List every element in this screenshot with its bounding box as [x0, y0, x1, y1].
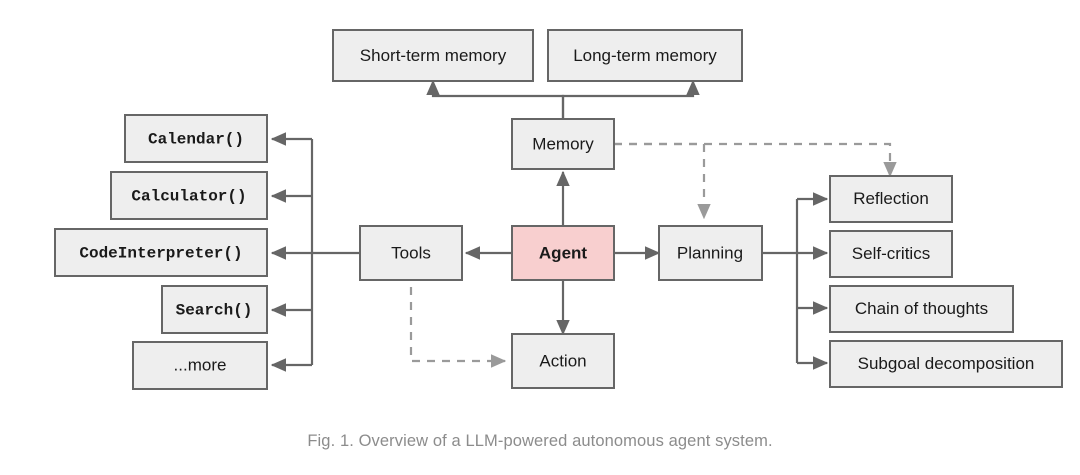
node-long-term-memory[interactable]: Long-term memory — [547, 29, 743, 82]
edge-group-tools-fanout — [270, 132, 360, 372]
edge-tools-to-action-dashed — [409, 287, 507, 368]
node-agent[interactable]: Agent — [511, 225, 615, 281]
node-planning[interactable]: Planning — [658, 225, 763, 281]
edge-group-planning-fanout — [762, 192, 829, 370]
node-subgoal-decomposition[interactable]: Subgoal decomposition — [829, 340, 1063, 388]
figure-caption: Fig. 1. Overview of a LLM-powered autono… — [307, 432, 773, 450]
node-action[interactable]: Action — [511, 333, 615, 389]
node-reflection[interactable]: Reflection — [829, 175, 953, 223]
node-tools-box — [359, 225, 463, 281]
node-planning-label: Planning — [677, 243, 743, 262]
node-self-critics-box — [829, 230, 953, 278]
node-tool-search-box — [161, 285, 268, 334]
node-short-term-memory[interactable]: Short-term memory — [332, 29, 534, 82]
node-memory[interactable]: Memory — [511, 118, 615, 170]
node-reflection-box — [829, 175, 953, 223]
node-subgoal-decomposition-label: Subgoal decomposition — [858, 354, 1035, 373]
node-long-term-memory-label: Long-term memory — [573, 46, 717, 65]
node-action-box — [511, 333, 615, 389]
node-reflection-label: Reflection — [853, 189, 929, 208]
node-chain-of-thoughts-label: Chain of thoughts — [855, 299, 988, 318]
node-tool-codeinterpreter-label: CodeInterpreter() — [79, 245, 242, 263]
node-subgoal-decomposition-box — [829, 340, 1063, 388]
node-agent-label: Agent — [539, 243, 588, 262]
node-tool-calculator-box — [110, 171, 268, 220]
node-tools-label: Tools — [391, 243, 431, 262]
node-memory-box — [511, 118, 615, 170]
node-long-term-memory-box — [547, 29, 743, 82]
edge-group-dashed — [409, 142, 897, 368]
node-self-critics[interactable]: Self-critics — [829, 230, 953, 278]
node-tool-codeinterpreter-box — [54, 228, 268, 277]
node-chain-of-thoughts-box — [829, 285, 1014, 333]
node-tools[interactable]: Tools — [359, 225, 463, 281]
node-tool-calculator[interactable]: Calculator() — [110, 171, 268, 220]
edge-memory-to-planning-dashed — [614, 142, 711, 220]
node-tool-calendar[interactable]: Calendar() — [124, 114, 268, 163]
node-agent-box — [511, 225, 615, 281]
node-memory-label: Memory — [532, 134, 594, 153]
node-tool-calculator-label: Calculator() — [131, 188, 246, 206]
node-chain-of-thoughts[interactable]: Chain of thoughts — [829, 285, 1014, 333]
edge-group-memory-branch — [426, 79, 700, 119]
node-tool-more-box — [132, 341, 268, 390]
edge-memory-to-short-term-memory — [426, 79, 565, 119]
node-short-term-memory-box — [332, 29, 534, 82]
node-self-critics-label: Self-critics — [852, 244, 930, 263]
node-action-label: Action — [539, 351, 586, 370]
node-tool-codeinterpreter[interactable]: CodeInterpreter() — [54, 228, 268, 277]
node-tool-search[interactable]: Search() — [161, 285, 268, 334]
node-tool-search-label: Search() — [176, 302, 253, 320]
edge-memory-to-long-term-memory — [561, 79, 700, 119]
edge-memory-to-reflection-dashed — [614, 142, 897, 178]
node-tool-more[interactable]: ...more — [132, 341, 268, 390]
node-short-term-memory-label: Short-term memory — [360, 46, 507, 65]
node-tool-calendar-box — [124, 114, 268, 163]
node-tool-calendar-label: Calendar() — [148, 131, 244, 149]
node-tool-more-label: ...more — [174, 355, 227, 374]
node-planning-box — [658, 225, 763, 281]
